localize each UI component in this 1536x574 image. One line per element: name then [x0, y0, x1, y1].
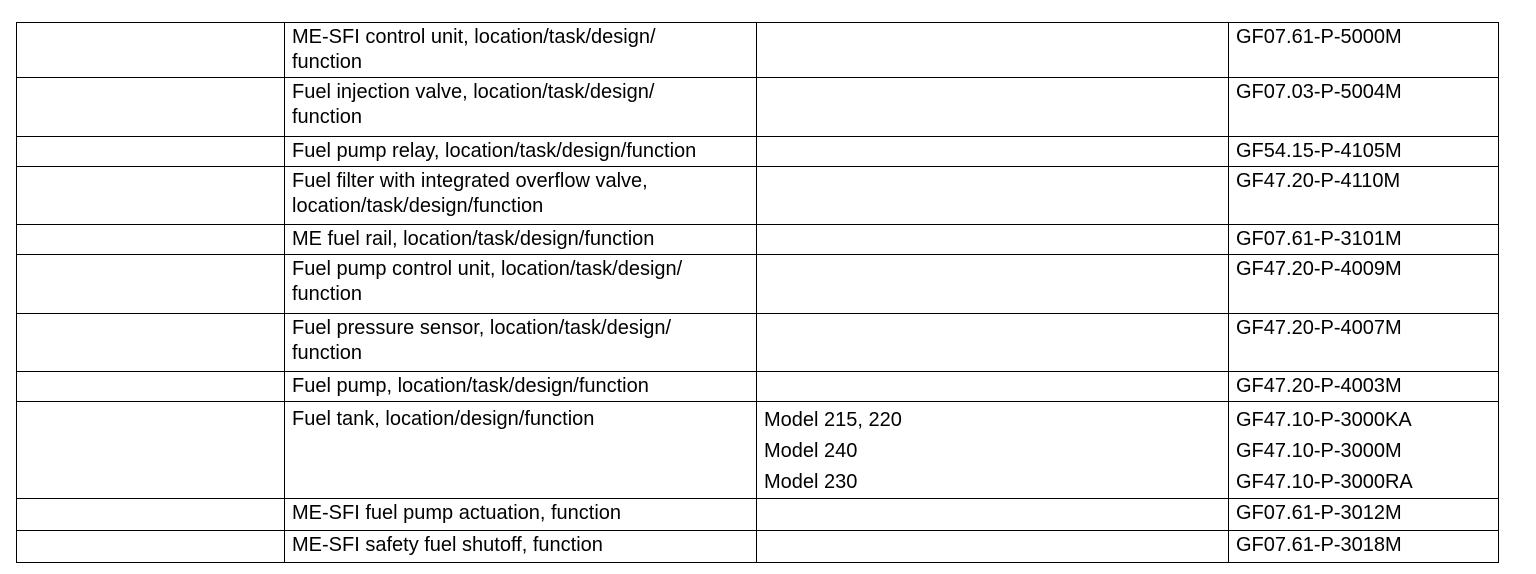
table-row: ME fuel rail, location/task/design/funct… — [16, 224, 1499, 255]
title-text: Fuel pump control unit, location/task/de… — [292, 258, 683, 280]
title-text: Fuel pump, location/task/design/function — [292, 375, 649, 397]
doc-ref-link[interactable]: GF47.10-P-3000RA — [1236, 471, 1413, 493]
doc-ref-link[interactable]: GF07.03-P-5004M — [1236, 81, 1402, 103]
title-text: location/task/design/function — [292, 195, 544, 217]
title-cell: Fuel tank, location/design/function — [284, 401, 757, 499]
model-cell — [756, 371, 1229, 402]
model-text: Model 230 — [764, 471, 858, 493]
empty-cell — [16, 22, 285, 78]
doc-ref-link[interactable]: GF47.10-P-3000M — [1236, 440, 1402, 462]
title-text: ME-SFI fuel pump actuation, function — [292, 502, 622, 524]
table-row: ME-SFI control unit, location/task/desig… — [16, 22, 1499, 78]
title-cell: ME-SFI control unit, location/task/desig… — [284, 22, 757, 78]
model-text: Model 240 — [764, 440, 858, 462]
model-cell — [756, 224, 1229, 255]
title-text: ME-SFI control unit, location/task/desig… — [292, 26, 656, 48]
title-text: function — [292, 51, 363, 73]
table-row: Fuel pressure sensor, location/task/desi… — [16, 313, 1499, 372]
title-text: ME-SFI safety fuel shutoff, function — [292, 534, 603, 556]
table-row: Fuel tank, location/design/function Mode… — [16, 401, 1499, 499]
title-text: ME fuel rail, location/task/design/funct… — [292, 228, 655, 250]
empty-cell — [16, 530, 285, 563]
title-text: function — [292, 342, 363, 364]
doc-ref-link[interactable]: GF47.20-P-4110M — [1236, 170, 1401, 192]
empty-cell — [16, 498, 285, 531]
model-cell: Model 215, 220 Model 240 Model 230 — [756, 401, 1229, 499]
doc-ref-cell: GF47.20-P-4003M — [1228, 371, 1499, 402]
empty-cell — [16, 401, 285, 499]
doc-ref-link[interactable]: GF47.20-P-4009M — [1236, 258, 1402, 280]
empty-cell — [16, 371, 285, 402]
model-cell — [756, 254, 1229, 314]
title-cell: Fuel pump relay, location/task/design/fu… — [284, 136, 757, 167]
model-cell — [756, 498, 1229, 531]
empty-cell — [16, 224, 285, 255]
title-cell: Fuel injection valve, location/task/desi… — [284, 77, 757, 137]
doc-ref-cell: GF47.10-P-3000KA GF47.10-P-3000M GF47.10… — [1228, 401, 1499, 499]
empty-cell — [16, 254, 285, 314]
doc-ref-link[interactable]: GF54.15-P-4105M — [1236, 140, 1402, 162]
doc-ref-link[interactable]: GF07.61-P-3101M — [1236, 228, 1402, 250]
reference-table: ME-SFI control unit, location/task/desig… — [16, 22, 1499, 563]
doc-ref-cell: GF54.15-P-4105M — [1228, 136, 1499, 167]
doc-ref-cell: GF07.61-P-3012M — [1228, 498, 1499, 531]
doc-ref-link[interactable]: GF07.61-P-3012M — [1236, 502, 1402, 524]
title-text: Fuel pressure sensor, location/task/desi… — [292, 317, 672, 339]
model-cell — [756, 166, 1229, 225]
doc-ref-cell: GF07.61-P-3018M — [1228, 530, 1499, 563]
table-row: Fuel injection valve, location/task/desi… — [16, 77, 1499, 137]
empty-cell — [16, 313, 285, 372]
title-text: function — [292, 106, 363, 128]
doc-ref-link[interactable]: GF07.61-P-3018M — [1236, 534, 1402, 556]
empty-cell — [16, 166, 285, 225]
doc-ref-link[interactable]: GF47.20-P-4007M — [1236, 317, 1402, 339]
doc-ref-link[interactable]: GF07.61-P-5000M — [1236, 26, 1402, 48]
table-row: Fuel pump, location/task/design/function… — [16, 371, 1499, 402]
title-cell: Fuel pump, location/task/design/function — [284, 371, 757, 402]
title-text: Fuel pump relay, location/task/design/fu… — [292, 140, 697, 162]
title-cell: Fuel filter with integrated overflow val… — [284, 166, 757, 225]
table-row: Fuel pump relay, location/task/design/fu… — [16, 136, 1499, 167]
model-cell — [756, 313, 1229, 372]
model-cell — [756, 136, 1229, 167]
table-row: Fuel pump control unit, location/task/de… — [16, 254, 1499, 314]
doc-ref-link[interactable]: GF47.20-P-4003M — [1236, 375, 1402, 397]
title-text: Fuel tank, location/design/function — [292, 408, 595, 430]
title-cell: ME-SFI safety fuel shutoff, function — [284, 530, 757, 563]
doc-ref-cell: GF07.61-P-5000M — [1228, 22, 1499, 78]
doc-ref-cell: GF07.61-P-3101M — [1228, 224, 1499, 255]
title-cell: Fuel pressure sensor, location/task/desi… — [284, 313, 757, 372]
doc-ref-cell: GF07.03-P-5004M — [1228, 77, 1499, 137]
model-cell — [756, 77, 1229, 137]
title-text: function — [292, 283, 363, 305]
title-cell: ME-SFI fuel pump actuation, function — [284, 498, 757, 531]
title-text: Fuel injection valve, location/task/desi… — [292, 81, 655, 103]
model-cell — [756, 530, 1229, 563]
model-cell — [756, 22, 1229, 78]
table-row: ME-SFI safety fuel shutoff, function GF0… — [16, 530, 1499, 563]
doc-ref-cell: GF47.20-P-4007M — [1228, 313, 1499, 372]
doc-ref-cell: GF47.20-P-4009M — [1228, 254, 1499, 314]
doc-ref-cell: GF47.20-P-4110M — [1228, 166, 1499, 225]
title-cell: ME fuel rail, location/task/design/funct… — [284, 224, 757, 255]
model-text: Model 215, 220 — [764, 409, 902, 431]
empty-cell — [16, 136, 285, 167]
title-text: Fuel filter with integrated overflow val… — [292, 170, 648, 192]
table-row: Fuel filter with integrated overflow val… — [16, 166, 1499, 225]
doc-ref-link[interactable]: GF47.10-P-3000KA — [1236, 409, 1412, 431]
title-cell: Fuel pump control unit, location/task/de… — [284, 254, 757, 314]
empty-cell — [16, 77, 285, 137]
table-row: ME-SFI fuel pump actuation, function GF0… — [16, 498, 1499, 531]
